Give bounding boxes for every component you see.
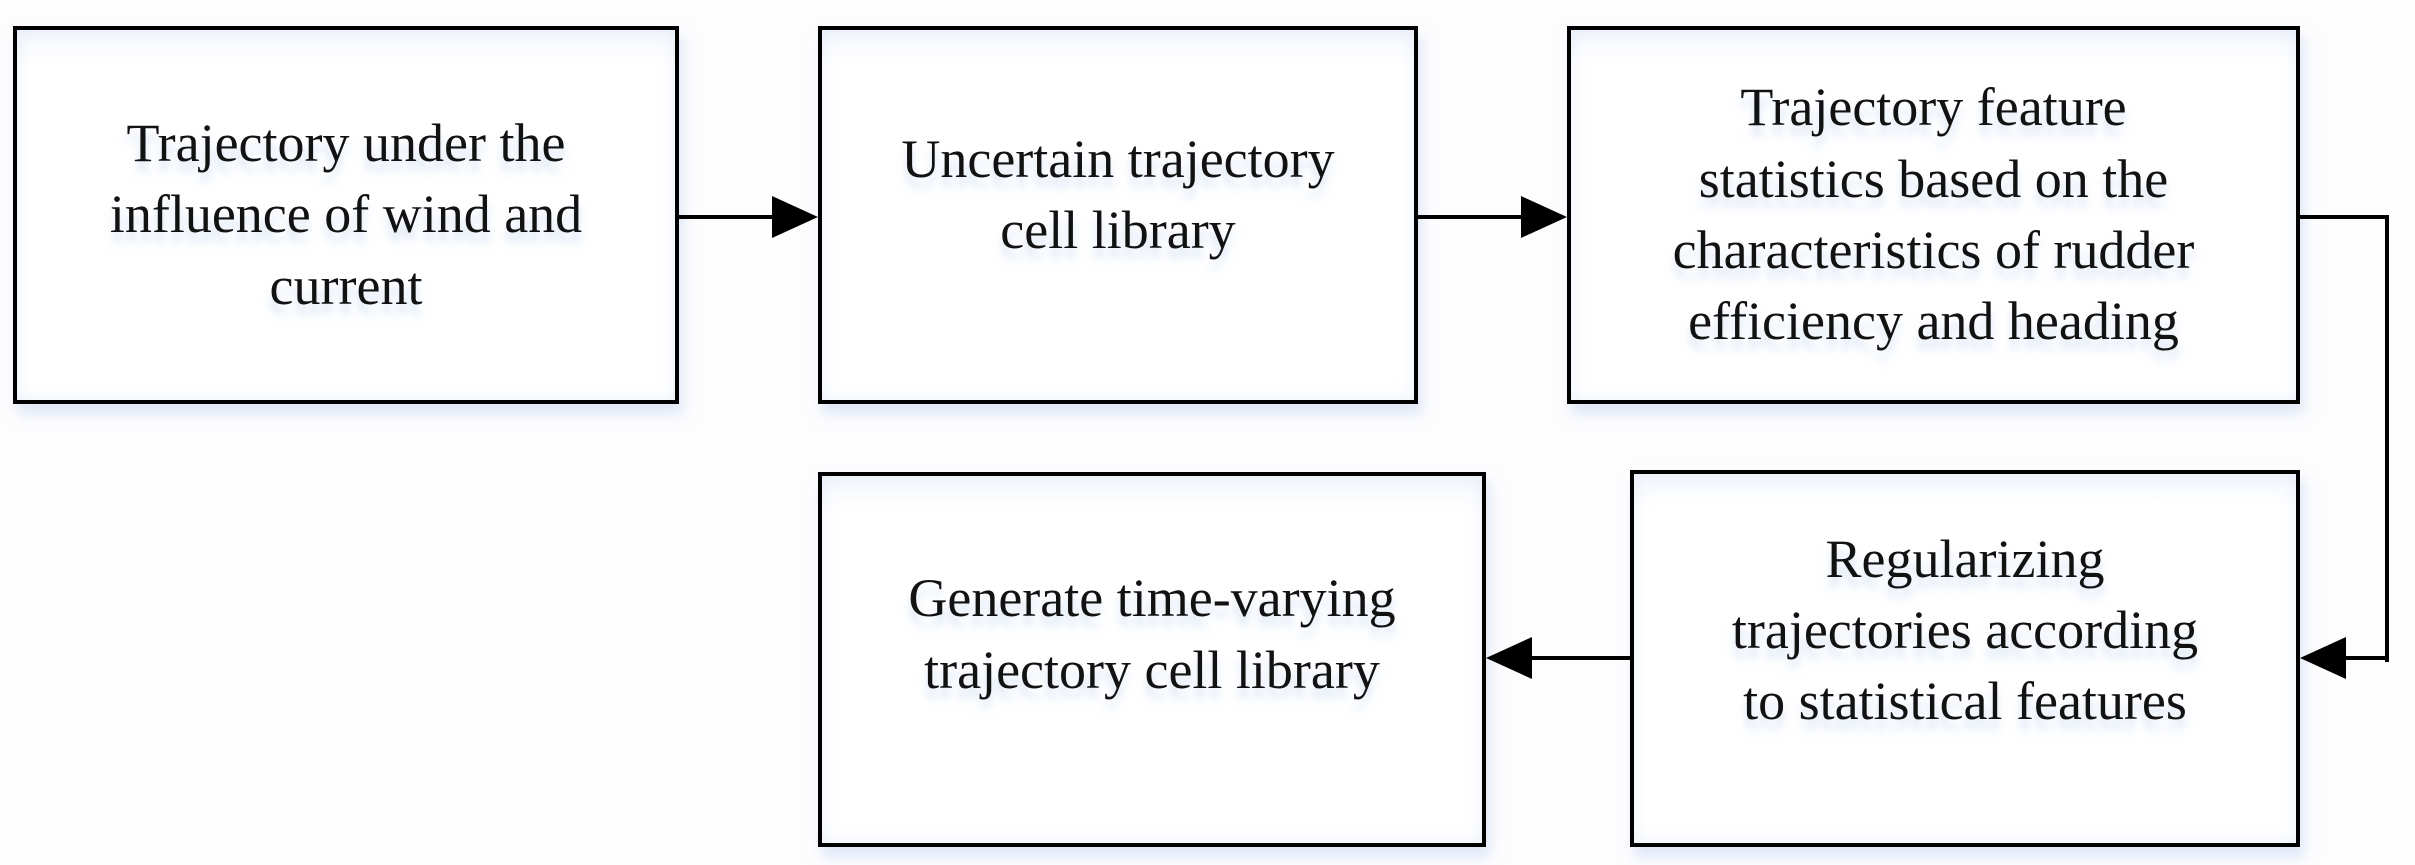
node-generate-time-varying-library: Generate time-varying trajectory cell li… [818,472,1486,847]
edge-box4-box5-line [1530,656,1630,660]
edge-box4-box5-arrowhead-icon [1486,637,1532,679]
edge-box2-box3-line [1418,215,1523,219]
node-trajectory-feature-statistics: Trajectory feature statistics based on t… [1567,26,2300,404]
node-label: Trajectory under the influence of wind a… [109,113,583,316]
node-label: Uncertain trajectory cell library [901,128,1335,260]
edge-box3-box4-arrowhead-icon [2300,637,2346,679]
node-trajectory-wind-current: Trajectory under the influence of wind a… [13,26,679,404]
edge-box2-box3-arrowhead-icon [1521,196,1567,238]
edge-box3-box4-vertical-segment [2385,215,2389,662]
edge-box3-box4-top-segment [2300,215,2389,219]
node-label: Trajectory feature statistics based on t… [1672,77,2195,352]
edge-box3-box4-bottom-segment [2344,656,2389,660]
edge-box1-box2-arrowhead-icon [772,196,818,238]
node-label: Generate time-varying trajectory cell li… [908,568,1396,700]
node-regularizing-trajectories: Regularizing trajectories according to s… [1630,470,2300,847]
node-uncertain-trajectory-cell-library: Uncertain trajectory cell library [818,26,1418,404]
node-label: Regularizing trajectories according to s… [1731,528,2199,732]
edge-box1-box2-line [679,215,776,219]
